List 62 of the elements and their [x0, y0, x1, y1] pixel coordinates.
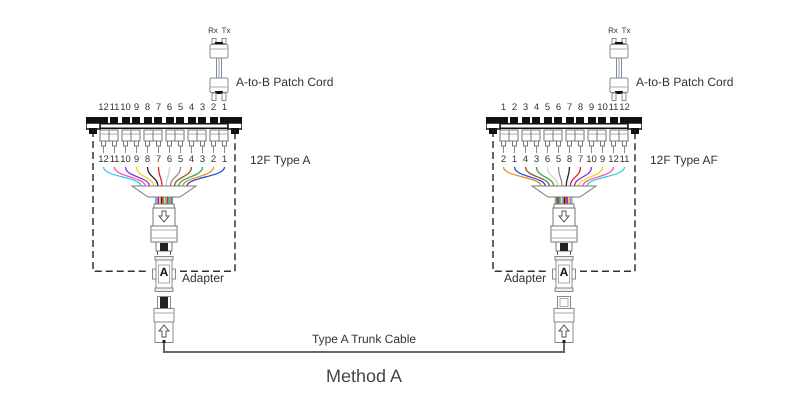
port-number: 1 [222, 155, 228, 166]
port-number: 8 [578, 103, 584, 114]
port-number: 6 [166, 155, 172, 166]
port-number: 6 [544, 155, 550, 166]
port-number: 9 [588, 103, 594, 114]
port-number: 1 [512, 155, 518, 166]
port-number: 2 [210, 155, 216, 166]
port-number: 7 [156, 103, 162, 114]
port-number: 8 [566, 155, 572, 166]
port-number: 8 [144, 155, 150, 166]
port-number: 3 [200, 103, 206, 114]
adapter-label: Adapter [504, 272, 546, 286]
port-number: 11 [110, 155, 120, 166]
port-number: 6 [556, 103, 562, 114]
port-number: 1 [222, 103, 228, 114]
port-number: 6 [166, 103, 172, 114]
port-number: 9 [134, 103, 140, 114]
port-number: 2 [512, 103, 518, 114]
adapter-label: Adapter [182, 272, 224, 286]
cord-label: A-to-B Patch Cord [636, 76, 734, 90]
port-number: 1 [500, 103, 506, 114]
port-number: 2 [500, 155, 506, 166]
port-label: Tx [222, 26, 230, 36]
port-number: 10 [120, 103, 131, 114]
port-number: 2 [210, 103, 216, 114]
port-number: 12 [619, 103, 630, 114]
port-number: 9 [134, 155, 140, 166]
edge-label: Type A Trunk Cable [310, 333, 418, 347]
port-number: 5 [544, 103, 550, 114]
port-label: Rx [208, 26, 218, 36]
port-number: 3 [522, 103, 528, 114]
port-number: 5 [556, 155, 562, 166]
cassette-label: 12F Type AF [650, 154, 718, 168]
port-number: 11 [620, 155, 630, 166]
port-number: 3 [534, 155, 540, 166]
port-number: 7 [156, 155, 162, 166]
port-number: 10 [586, 155, 597, 166]
port-label: Tx [622, 26, 630, 36]
port-number: 4 [534, 103, 540, 114]
port-number: 10 [597, 103, 608, 114]
port-number: 5 [178, 155, 184, 166]
port-number: 5 [178, 103, 184, 114]
port-number: 3 [200, 155, 206, 166]
port-number: 12 [608, 155, 619, 166]
port-number: 10 [120, 155, 131, 166]
adapter-type-letter: A [560, 266, 568, 280]
port-number: 4 [188, 103, 194, 114]
port-number: 12 [98, 155, 109, 166]
port-number: 11 [608, 103, 618, 114]
port-label: Rx [608, 26, 618, 36]
caption: Method A [326, 366, 402, 387]
adapter-type-letter: A [160, 266, 168, 280]
port-number: 7 [578, 155, 584, 166]
cassette-label: 12F Type A [250, 154, 310, 168]
port-number: 12 [98, 103, 109, 114]
port-number: 4 [188, 155, 194, 166]
cord-label: A-to-B Patch Cord [236, 76, 334, 90]
port-number: 9 [600, 155, 606, 166]
port-number: 7 [566, 103, 572, 114]
port-number: 8 [144, 103, 150, 114]
port-number: 11 [110, 103, 120, 114]
port-number: 4 [522, 155, 528, 166]
